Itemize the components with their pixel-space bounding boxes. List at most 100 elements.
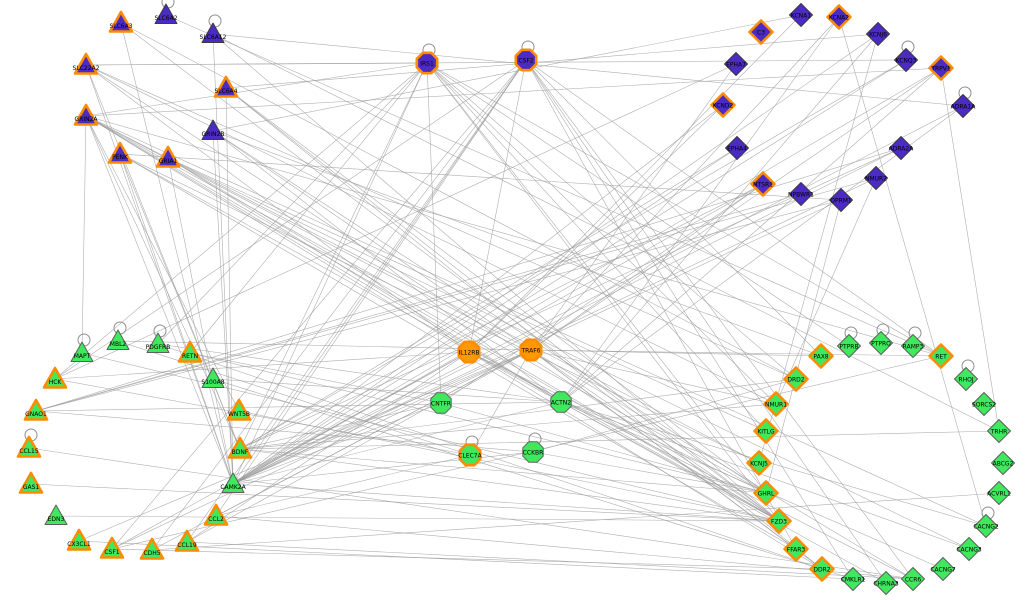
node-trpv1[interactable]: TRPV1 xyxy=(928,55,954,81)
node-sorcs2[interactable]: SORCS2 xyxy=(972,392,996,416)
node-slc6a3[interactable]: SLC6A3 xyxy=(108,10,134,33)
triangle-node-shape xyxy=(70,341,94,362)
triangle-node-shape xyxy=(146,332,170,353)
edge xyxy=(212,33,1000,432)
edge xyxy=(232,33,879,485)
triangle-node-shape xyxy=(73,52,99,75)
node-ccl2[interactable]: CCL2 xyxy=(203,503,229,526)
node-epha7[interactable]: EPHA7 xyxy=(724,52,748,76)
node-gnao1[interactable]: GNAO1 xyxy=(23,398,49,421)
node-ccl19[interactable]: CCL19 xyxy=(174,529,200,552)
node-s100a8[interactable]: S100A8 xyxy=(201,367,225,388)
edge xyxy=(215,454,471,517)
node-hck[interactable]: HCK xyxy=(42,366,68,389)
node-fzd3[interactable]: FZD3 xyxy=(766,508,792,534)
node-cacng3[interactable]: CACNG3 xyxy=(956,537,982,561)
edge xyxy=(35,199,842,412)
node-traf6[interactable]: TRAF6 xyxy=(519,338,543,362)
node-npbwr1[interactable]: NPBWR1 xyxy=(788,182,814,206)
node-cx3cl1[interactable]: CX3CL1 xyxy=(66,528,92,551)
edge xyxy=(212,378,854,580)
node-cckbr[interactable]: CCKBR xyxy=(522,432,544,463)
edge xyxy=(28,447,914,580)
node-rhoj[interactable]: RHOJ xyxy=(954,359,978,391)
node-ccl15[interactable]: CCL15 xyxy=(16,428,42,458)
triangle-node-shape xyxy=(221,472,245,493)
edge xyxy=(85,115,823,570)
node-ccr6[interactable]: CCR6 xyxy=(901,567,925,591)
node-actn2[interactable]: ACTN2 xyxy=(550,391,572,413)
triangle-node-shape xyxy=(66,528,92,551)
node-ptpro[interactable]: PTPRO xyxy=(869,323,893,355)
edge xyxy=(85,64,797,380)
edge xyxy=(232,105,964,485)
node-kcnj5[interactable]: KCNJ5 xyxy=(746,450,772,476)
diamond-node-shape xyxy=(763,391,789,417)
edge xyxy=(530,183,764,351)
edge xyxy=(212,130,822,357)
edge xyxy=(85,115,562,403)
node-ptprb[interactable]: PTPRB xyxy=(837,326,861,358)
node-cdh5[interactable]: CDH5 xyxy=(139,537,165,560)
node-penk[interactable]: PENK xyxy=(107,141,133,164)
node-oprm1[interactable]: OPRM1 xyxy=(829,188,853,212)
edge xyxy=(167,157,970,550)
node-gas1[interactable]: GAS1 xyxy=(18,471,44,494)
node-acvrl1[interactable]: ACVRL1 xyxy=(987,481,1011,505)
edge xyxy=(239,402,442,450)
node-chrna3[interactable]: CHRNA3 xyxy=(873,571,899,595)
node-slc6a12[interactable]: SLC6A12 xyxy=(200,14,227,43)
edge xyxy=(212,130,562,403)
node-nmur2[interactable]: NMUR2 xyxy=(864,166,888,190)
diamond-node-shape xyxy=(841,567,865,591)
node-abcg2[interactable]: ABCG2 xyxy=(991,451,1015,475)
node-adra2a[interactable]: ADRA2A xyxy=(889,136,915,160)
edge xyxy=(85,115,767,494)
edge xyxy=(239,378,797,450)
node-cntfr[interactable]: CNTFR xyxy=(430,392,452,414)
node-slc6a4[interactable]: SLC6A4 xyxy=(213,75,239,98)
node-irs1[interactable]: IRS1 xyxy=(415,43,439,75)
edge xyxy=(81,115,87,354)
octagon-node-shape xyxy=(519,338,543,362)
node-kitlg[interactable]: KITLG xyxy=(753,418,779,444)
node-ntsr1[interactable]: NTSR1 xyxy=(750,171,776,197)
node-c3[interactable]: C3 xyxy=(748,19,774,45)
node-kcna2[interactable]: KCNA2 xyxy=(826,4,852,30)
diamond-node-shape xyxy=(928,55,954,81)
diamond-node-shape xyxy=(889,136,913,160)
node-epha4[interactable]: EPHA4 xyxy=(725,136,749,160)
triangle-node-shape xyxy=(18,471,44,494)
node-pdgfrb[interactable]: PDGFRB xyxy=(146,324,171,353)
edge xyxy=(239,448,780,522)
node-cacng7[interactable]: CACNG7 xyxy=(930,557,956,581)
node-csf2[interactable]: CSF2 xyxy=(514,40,538,72)
edge xyxy=(35,410,534,453)
node-kcnq3[interactable]: KCNQ3 xyxy=(894,40,918,72)
node-cmklr1[interactable]: CMKLR1 xyxy=(841,567,866,591)
node-slc6a2[interactable]: SLC6A2 xyxy=(154,0,178,24)
triangle-node-shape xyxy=(203,503,229,526)
node-ret[interactable]: RET xyxy=(928,343,954,369)
node-ramp3[interactable]: RAMP3 xyxy=(901,326,925,358)
node-clec7a[interactable]: CLEC7A xyxy=(458,435,483,467)
node-ffar3[interactable]: FFAR3 xyxy=(783,536,809,562)
node-slc22a2[interactable]: SLC22A2 xyxy=(73,52,100,75)
node-grin2b[interactable]: GRIN2B xyxy=(201,119,225,140)
edge xyxy=(85,62,428,66)
node-il12rb[interactable]: IL12RB xyxy=(457,340,481,364)
node-edn3[interactable]: EDN3 xyxy=(44,504,68,525)
edge xyxy=(468,104,724,353)
node-kcnj6[interactable]: KCNJ6 xyxy=(866,22,890,46)
node-adra1a[interactable]: ADRA1A xyxy=(951,86,977,118)
diamond-node-shape xyxy=(783,536,809,562)
node-mbl2[interactable]: MBL2 xyxy=(106,321,130,350)
edge xyxy=(239,59,907,450)
node-csf1[interactable]: CSF1 xyxy=(99,536,125,559)
node-drd2[interactable]: DRD2 xyxy=(783,366,809,392)
node-ghrl[interactable]: GHRL xyxy=(753,480,779,506)
node-trhr[interactable]: TRHR xyxy=(987,419,1011,443)
edge xyxy=(468,351,780,522)
